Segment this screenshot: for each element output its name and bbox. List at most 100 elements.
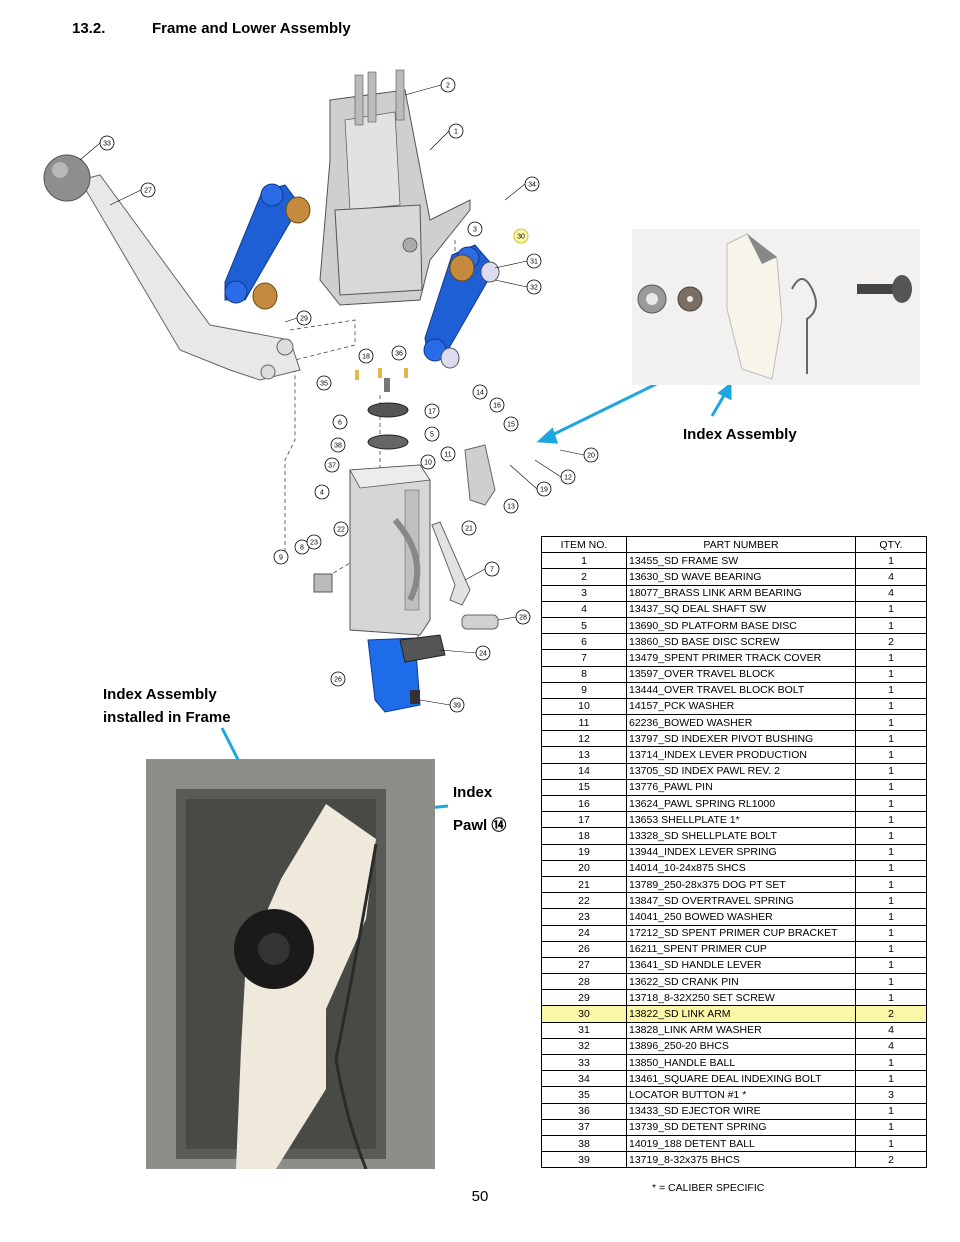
table-cell-part: 16211_SPENT PRIMER CUP [626, 940, 856, 958]
table-cell-qty: 1 [855, 1070, 927, 1088]
table-cell-part: 13597_OVER TRAVEL BLOCK [626, 665, 856, 683]
callout-1: 1 [448, 123, 464, 139]
svg-text:23: 23 [310, 540, 318, 547]
table-cell-part: 13653 SHELLPLATE 1* [626, 811, 856, 829]
table-cell-qty: 1 [855, 616, 927, 635]
table-cell-part: 13797_SD INDEXER PIVOT BUSHING [626, 730, 856, 748]
svg-text:30: 30 [517, 234, 525, 241]
callout-33: 33 [99, 135, 115, 151]
table-cell-qty: 1 [855, 697, 927, 716]
callout-13: 13 [503, 498, 519, 514]
table-cell-item: 34 [541, 1070, 627, 1088]
table-cell-item: 24 [541, 924, 627, 942]
table-cell-item: 19 [541, 843, 627, 861]
svg-text:5: 5 [430, 432, 434, 439]
svg-text:9: 9 [279, 555, 283, 562]
table-cell-item: 38 [541, 1134, 627, 1153]
table-cell-qty: 2 [855, 1151, 927, 1169]
callout-10: 10 [420, 454, 436, 470]
svg-text:20: 20 [587, 453, 595, 460]
callout-34: 34 [524, 176, 540, 192]
table-cell-part: 13444_OVER TRAVEL BLOCK BOLT [626, 681, 856, 699]
crank-pin-part [461, 614, 499, 630]
table-cell-item: 26 [541, 940, 627, 958]
svg-text:13: 13 [507, 504, 515, 511]
svg-text:6: 6 [338, 420, 342, 427]
svg-text:3: 3 [473, 227, 477, 234]
table-cell-item: 31 [541, 1021, 627, 1039]
svg-text:10: 10 [424, 460, 432, 467]
svg-text:8: 8 [300, 545, 304, 552]
table-cell-item: 37 [541, 1118, 627, 1136]
table-cell-part: 13789_250-28x375 DOG PT SET [626, 875, 856, 894]
table-cell-qty: 1 [855, 649, 927, 667]
svg-text:1: 1 [454, 129, 458, 136]
svg-text:26: 26 [334, 677, 342, 684]
callout-38: 38 [330, 437, 346, 453]
table-cell-qty: 1 [855, 1102, 927, 1120]
table-cell-item: 16 [541, 794, 627, 813]
table-cell-qty: 2 [855, 633, 927, 651]
callout-4: 4 [314, 484, 330, 500]
callout-31: 31 [526, 253, 542, 269]
link-arm-left [224, 183, 311, 310]
table-cell-part: 13455_SD FRAME SW [626, 552, 856, 570]
table-cell-qty: 1 [855, 600, 927, 618]
caliber-footnote: * = CALIBER SPECIFIC [652, 1182, 765, 1194]
track-cover-part [431, 521, 471, 606]
table-cell-qty: 1 [855, 924, 927, 942]
svg-text:39: 39 [453, 703, 461, 710]
table-cell-item: 28 [541, 973, 627, 991]
table-cell-part: 13622_SD CRANK PIN [626, 973, 856, 991]
table-cell-part: LOCATOR BUTTON #1 * [626, 1086, 856, 1104]
callout-22: 22 [333, 521, 349, 537]
frame-part [319, 69, 471, 306]
svg-text:15: 15 [507, 422, 515, 429]
svg-text:37: 37 [328, 463, 336, 470]
table-cell-qty: 1 [855, 714, 927, 732]
svg-text:38: 38 [334, 443, 342, 450]
table-cell-part: 13461_SQUARE DEAL INDEXING BOLT [626, 1070, 856, 1088]
table-cell-item: 33 [541, 1053, 627, 1072]
callout-2: 2 [440, 77, 456, 93]
table-cell-item: 2 [541, 568, 627, 586]
svg-text:4: 4 [320, 490, 324, 497]
callout-3: 3 [467, 221, 483, 237]
table-cell-part: 13624_PAWL SPRING RL1000 [626, 794, 856, 813]
svg-text:33: 33 [103, 141, 111, 148]
callout-32: 32 [526, 279, 542, 295]
table-cell-part: 13828_LINK ARM WASHER [626, 1021, 856, 1039]
svg-text:27: 27 [144, 188, 152, 195]
table-cell-qty: 1 [855, 665, 927, 683]
table-cell-item: 6 [541, 633, 627, 651]
table-cell-part: 13739_SD DETENT SPRING [626, 1118, 856, 1136]
callout-6: 6 [332, 414, 348, 430]
table-cell-part: 13433_SD EJECTOR WIRE [626, 1102, 856, 1120]
table-cell-part: 13719_8-32x375 BHCS [626, 1151, 856, 1169]
svg-text:2: 2 [446, 83, 450, 90]
callout-5: 5 [424, 426, 440, 442]
table-cell-part: 13944_INDEX LEVER SPRING [626, 843, 856, 861]
table-cell-qty: 1 [855, 827, 927, 845]
callout-39: 39 [449, 697, 465, 713]
table-cell-qty: 1 [855, 956, 927, 975]
table-cell-qty: 1 [855, 552, 927, 570]
table-cell-qty: 1 [855, 762, 927, 780]
